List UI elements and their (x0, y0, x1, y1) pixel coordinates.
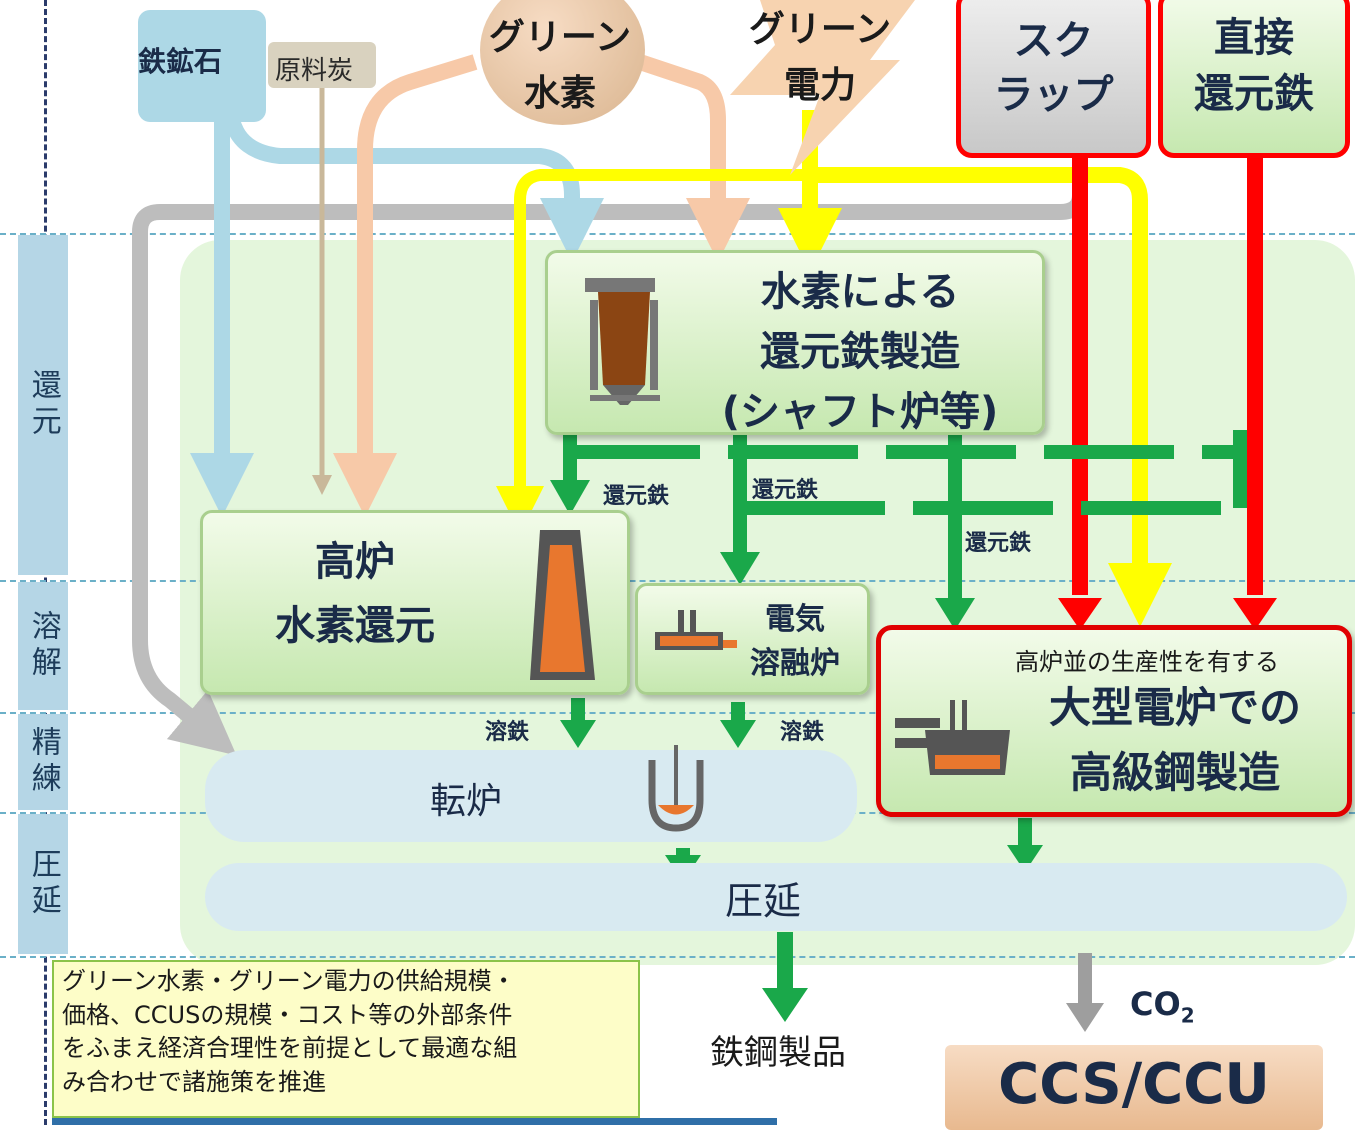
stage-melting: 溶解 (18, 582, 68, 710)
policy-note-box (52, 960, 640, 1118)
dri-flow-label-3: 還元鉄 (965, 531, 1032, 556)
green-hydrogen-circle (480, 0, 645, 125)
stage-reduction: 還元 (18, 235, 68, 575)
dri-box (1158, 0, 1350, 158)
large-eaf-note: 高炉並の生産性を有する (1015, 648, 1279, 676)
converter-box (205, 750, 857, 842)
co2-label: CO2 (1130, 985, 1195, 1027)
dri-label: 直接 還元鉄 (1194, 15, 1314, 117)
blast-furnace-label: 高炉 水素還元 (275, 539, 435, 649)
large-eaf-box (876, 625, 1352, 817)
large-eaf-label: 大型電炉での 高級鋼製造 (1048, 683, 1301, 798)
hot-metal-label-2: 溶鉄 (780, 720, 825, 745)
stage-rolling: 圧延 (18, 814, 68, 954)
green-hydrogen-label: グリーン 水素 (488, 17, 632, 114)
scrap-label: スク ラップ (993, 18, 1114, 118)
policy-note-text: グリーン水素・グリーン電力の供給規模・ 価格、CCUSの規模・コスト等の外部条件… (62, 967, 518, 1096)
co2-subscript: 2 (1180, 1003, 1195, 1028)
stage-refining: 精練 (18, 714, 68, 810)
co2-text: CO (1130, 985, 1181, 1023)
stage-divider-melt (0, 580, 1355, 582)
iron-ore-label: 鉄鉱石 (138, 45, 223, 78)
converter-label: 転炉 (430, 781, 503, 822)
hot-metal-label-1: 溶鉄 (485, 720, 530, 745)
bottom-bar (52, 1118, 777, 1125)
shaft-furnace-label: 水素による 還元鉄製造 (シャフト炉等) (721, 269, 999, 435)
ccs-box (945, 1045, 1323, 1130)
coking-coal-label: 原料炭 (275, 56, 354, 86)
steel-products-label: 鉄鋼製品 (710, 1033, 846, 1073)
stage-divider-refine (0, 712, 1355, 714)
dri-flow-label-1: 還元鉄 (603, 484, 670, 509)
iron-ore-box (138, 10, 266, 122)
electric-melter-label: 電気 溶融炉 (750, 602, 840, 681)
rolling-label: 圧延 (725, 879, 802, 923)
coking-coal-box (268, 42, 376, 88)
rolling-box (205, 863, 1347, 931)
stage-divider-top (0, 233, 1355, 235)
dri-flow-label-2: 還元鉄 (752, 478, 819, 503)
scrap-box (956, 0, 1151, 158)
stage-divider-bottom (0, 956, 1355, 958)
green-power-label: グリーン 電力 (748, 9, 892, 106)
ccs-label: CCS/CCU (998, 1052, 1270, 1117)
